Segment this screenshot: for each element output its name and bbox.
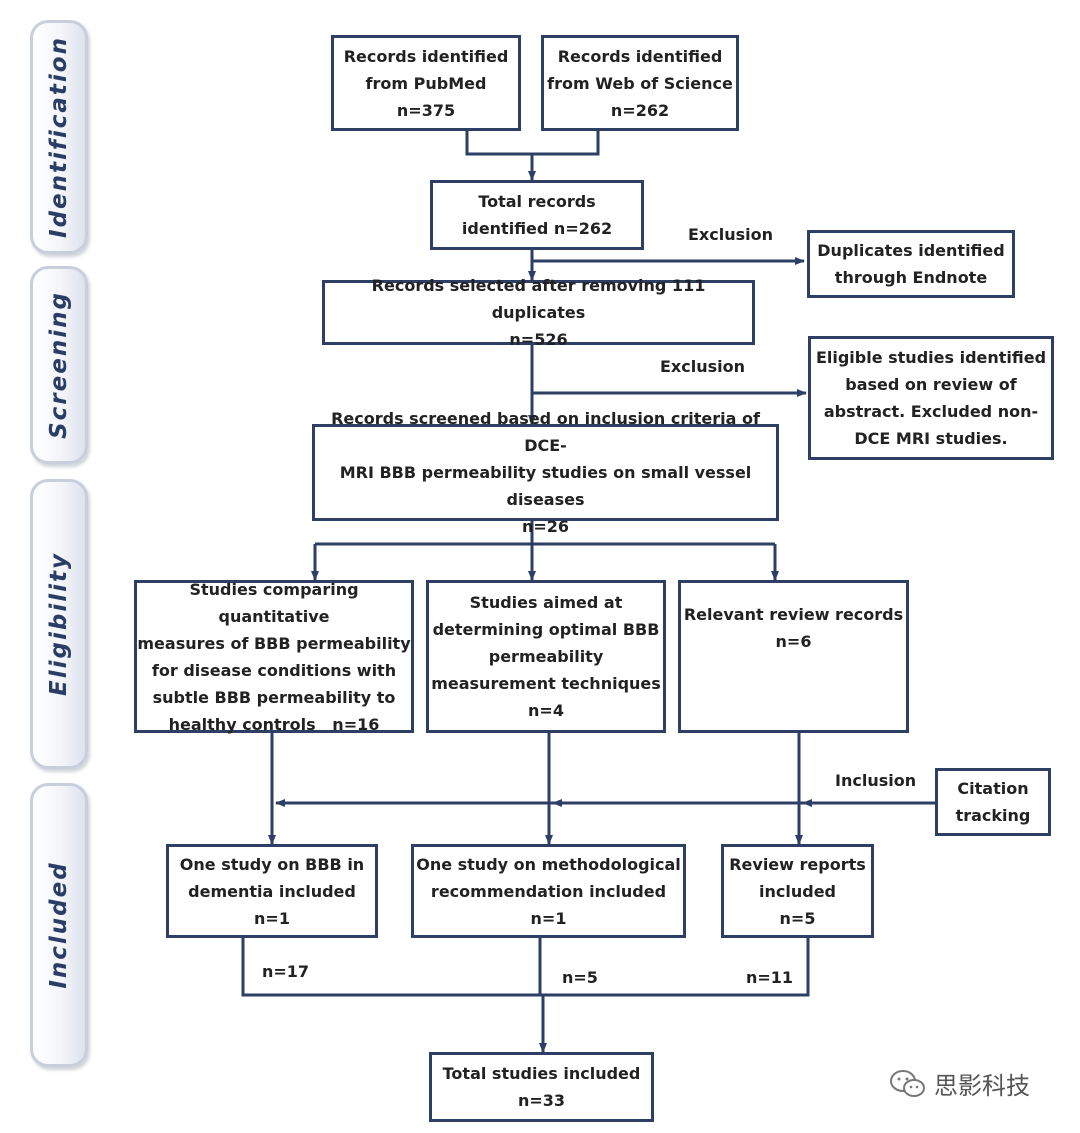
phase-eligibility-label: Eligibility <box>46 552 72 696</box>
wechat-icon <box>890 1069 925 1097</box>
label-n17: n=17 <box>262 962 310 981</box>
phase-screening: Screening <box>30 266 88 464</box>
box-line: measurement techniques <box>431 674 661 693</box>
box-line: Eligible studies identified <box>815 348 1047 367</box>
box-line: DCE MRI studies. <box>854 429 1008 448</box>
label-inclusion: Inclusion <box>835 771 917 790</box>
box-line: Total studies included <box>442 1064 641 1083</box>
box-line: n=4 <box>528 701 564 720</box>
box-line: through Endnote <box>834 268 988 287</box>
phase-included-label: Included <box>46 861 72 989</box>
box-line: recommendation included <box>430 881 667 901</box>
box-line: n=526 <box>509 330 568 349</box>
label-n11: n=11 <box>746 968 794 987</box>
box-line: n=375 <box>396 100 456 120</box>
box-aimed-studies: Studies aimed at determining optimal BBB… <box>426 580 666 733</box>
box-review-reports: Review reports included n=5 <box>721 844 874 938</box>
box-line: One study on BBB in <box>179 854 365 874</box>
box-line: MRI BBB permeability studies on small ve… <box>339 463 752 509</box>
label-exclusion-2: Exclusion <box>660 357 745 376</box>
phase-identification: Identification <box>30 20 88 254</box>
box-line: Duplicates identified <box>817 241 1005 260</box>
box-citation-tracking: Citation tracking <box>935 768 1051 836</box>
box-line: identified n=262 <box>461 219 613 238</box>
box-line: from Web of Science <box>547 73 733 93</box>
box-line: n=26 <box>521 517 570 536</box>
box-line: healthy controls n=16 <box>168 714 380 734</box>
box-line: subtle BBB permeability to <box>152 687 396 707</box>
box-eligible-abstract: Eligible studies identified based on rev… <box>808 336 1054 460</box>
box-line: n=33 <box>517 1091 566 1110</box>
box-line: Records identified <box>343 46 509 66</box>
box-screened: Records screened based on inclusion crit… <box>312 409 779 536</box>
box-review-records: Relevant review records n=6 <box>678 580 909 733</box>
box-line: Records screened based on inclusion crit… <box>331 409 760 455</box>
box-pubmed: Records identified from PubMed n=375 <box>331 35 521 131</box>
box-line: Records identified <box>557 46 723 66</box>
box-line: Citation <box>957 779 1029 798</box>
label-n5: n=5 <box>562 968 598 987</box>
box-line: Relevant review records <box>683 605 904 624</box>
box-total-identified: Total records identified n=262 <box>430 180 644 250</box>
box-line: permeability <box>488 647 604 666</box>
box-line: n=6 <box>775 632 812 651</box>
box-line: Total records <box>478 192 596 211</box>
box-line: for disease conditions with <box>151 660 397 680</box>
box-line: n=1 <box>254 908 290 928</box>
box-line: tracking <box>955 806 1031 825</box>
box-line: Studies aimed at <box>469 593 623 612</box>
box-line: Records selected after removing 111 dupl… <box>371 276 706 322</box>
box-line: n=5 <box>779 908 816 928</box>
box-line: measures of BBB permeability <box>137 633 411 653</box>
phase-screening-label: Screening <box>46 291 72 439</box>
bottom-merge-connector <box>241 937 810 997</box>
box-line: from PubMed <box>365 73 487 93</box>
box-line: based on review of <box>845 375 1017 394</box>
label-exclusion-1: Exclusion <box>688 225 773 244</box>
box-line: n=1 <box>530 908 567 928</box>
phase-identification-label: Identification <box>46 36 72 238</box>
box-line: determining optimal BBB <box>432 620 660 639</box>
box-line: included <box>759 881 836 901</box>
box-comparing-studies: Studies comparing quantitative measures … <box>134 580 414 734</box>
split-connector <box>315 520 775 546</box>
box-selected: Records selected after removing 111 dupl… <box>322 276 755 349</box>
merge-connector <box>465 130 600 156</box>
box-web-of-science: Records identified from Web of Science n… <box>541 35 739 131</box>
box-line: Review reports <box>729 854 866 874</box>
box-line: Studies comparing quantitative <box>189 579 359 626</box>
watermark-text: 思影科技 <box>934 1072 1030 1100</box>
box-line: dementia included <box>188 881 356 901</box>
box-line: One study on methodological <box>416 854 681 874</box>
box-line: abstract. Excluded non- <box>823 402 1039 421</box>
phase-included: Included <box>30 783 88 1067</box>
box-line: n=262 <box>610 100 670 120</box>
box-methodological-included: One study on methodological recommendati… <box>411 844 686 938</box>
box-total-included: Total studies included n=33 <box>429 1052 654 1122</box>
box-duplicates: Duplicates identified through Endnote <box>807 230 1015 298</box>
box-dementia-included: One study on BBB in dementia included n=… <box>166 844 378 938</box>
watermark: 思影科技 <box>888 1066 1030 1101</box>
phase-eligibility: Eligibility <box>30 479 88 769</box>
